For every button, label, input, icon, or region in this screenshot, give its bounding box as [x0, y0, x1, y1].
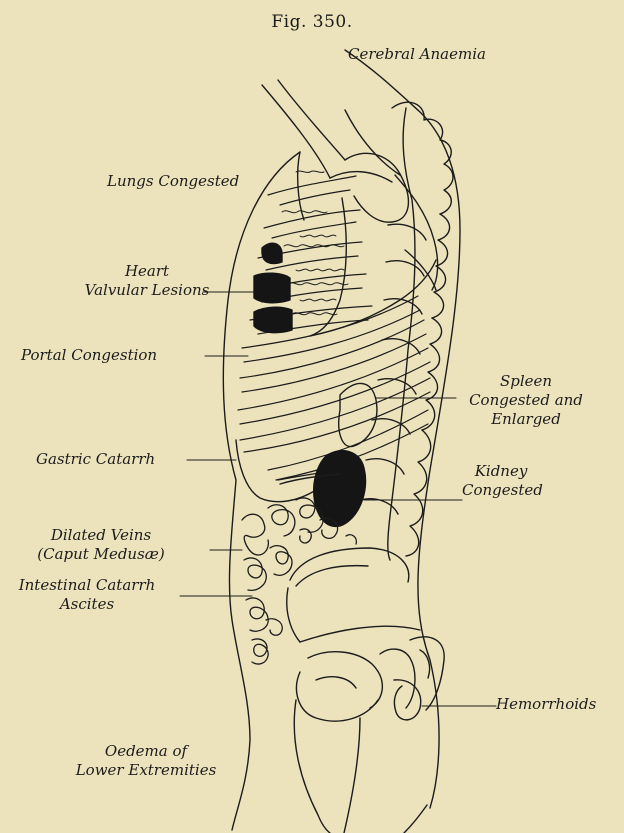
label-heart-line1: Heart: [80, 262, 214, 281]
label-spleen-line3: Enlarged: [456, 410, 596, 429]
label-dilated-veins-line1: Dilated Veins: [28, 526, 174, 545]
label-lungs-congested: Lungs Congested: [107, 172, 239, 191]
label-spleen-line2: Congested and: [456, 391, 596, 410]
lung-texture: [282, 171, 348, 315]
pelvis: [287, 548, 444, 833]
label-oedema: Oedema of Lower Extremities: [66, 742, 226, 780]
figure-title: Fig. 350.: [0, 12, 624, 32]
label-intestinal-catarrh: Intestinal Catarrh Ascites: [5, 576, 169, 614]
label-intestinal-line2: Ascites: [5, 595, 169, 614]
label-spleen-line1: Spleen: [456, 372, 596, 391]
label-intestinal-line1: Intestinal Catarrh: [5, 576, 169, 595]
label-spleen: Spleen Congested and Enlarged: [456, 372, 596, 429]
label-kidney-line1: Kidney: [462, 462, 540, 481]
label-kidney: Kidney Congested: [462, 462, 540, 500]
spine: [360, 102, 453, 560]
body-outline: [223, 50, 460, 833]
heart-shape: [254, 243, 292, 332]
label-dilated-veins: Dilated Veins (Caput Medusæ): [28, 526, 174, 564]
label-oedema-line2: Lower Extremities: [66, 761, 226, 780]
label-heart-line2: Valvular Lesions: [80, 281, 214, 300]
label-oedema-line1: Oedema of: [66, 742, 226, 761]
label-gastric-catarrh: Gastric Catarrh: [36, 450, 155, 469]
label-heart: Heart Valvular Lesions: [80, 262, 214, 300]
label-cerebral-anaemia: Cerebral Anaemia: [348, 45, 486, 64]
label-dilated-veins-line2: (Caput Medusæ): [28, 545, 174, 564]
label-portal-congestion: Portal Congestion: [21, 346, 157, 365]
kidney-shape: [314, 451, 366, 527]
label-hemorrhoids: Hemorrhoids: [496, 695, 596, 714]
label-kidney-line2: Congested: [462, 481, 540, 500]
